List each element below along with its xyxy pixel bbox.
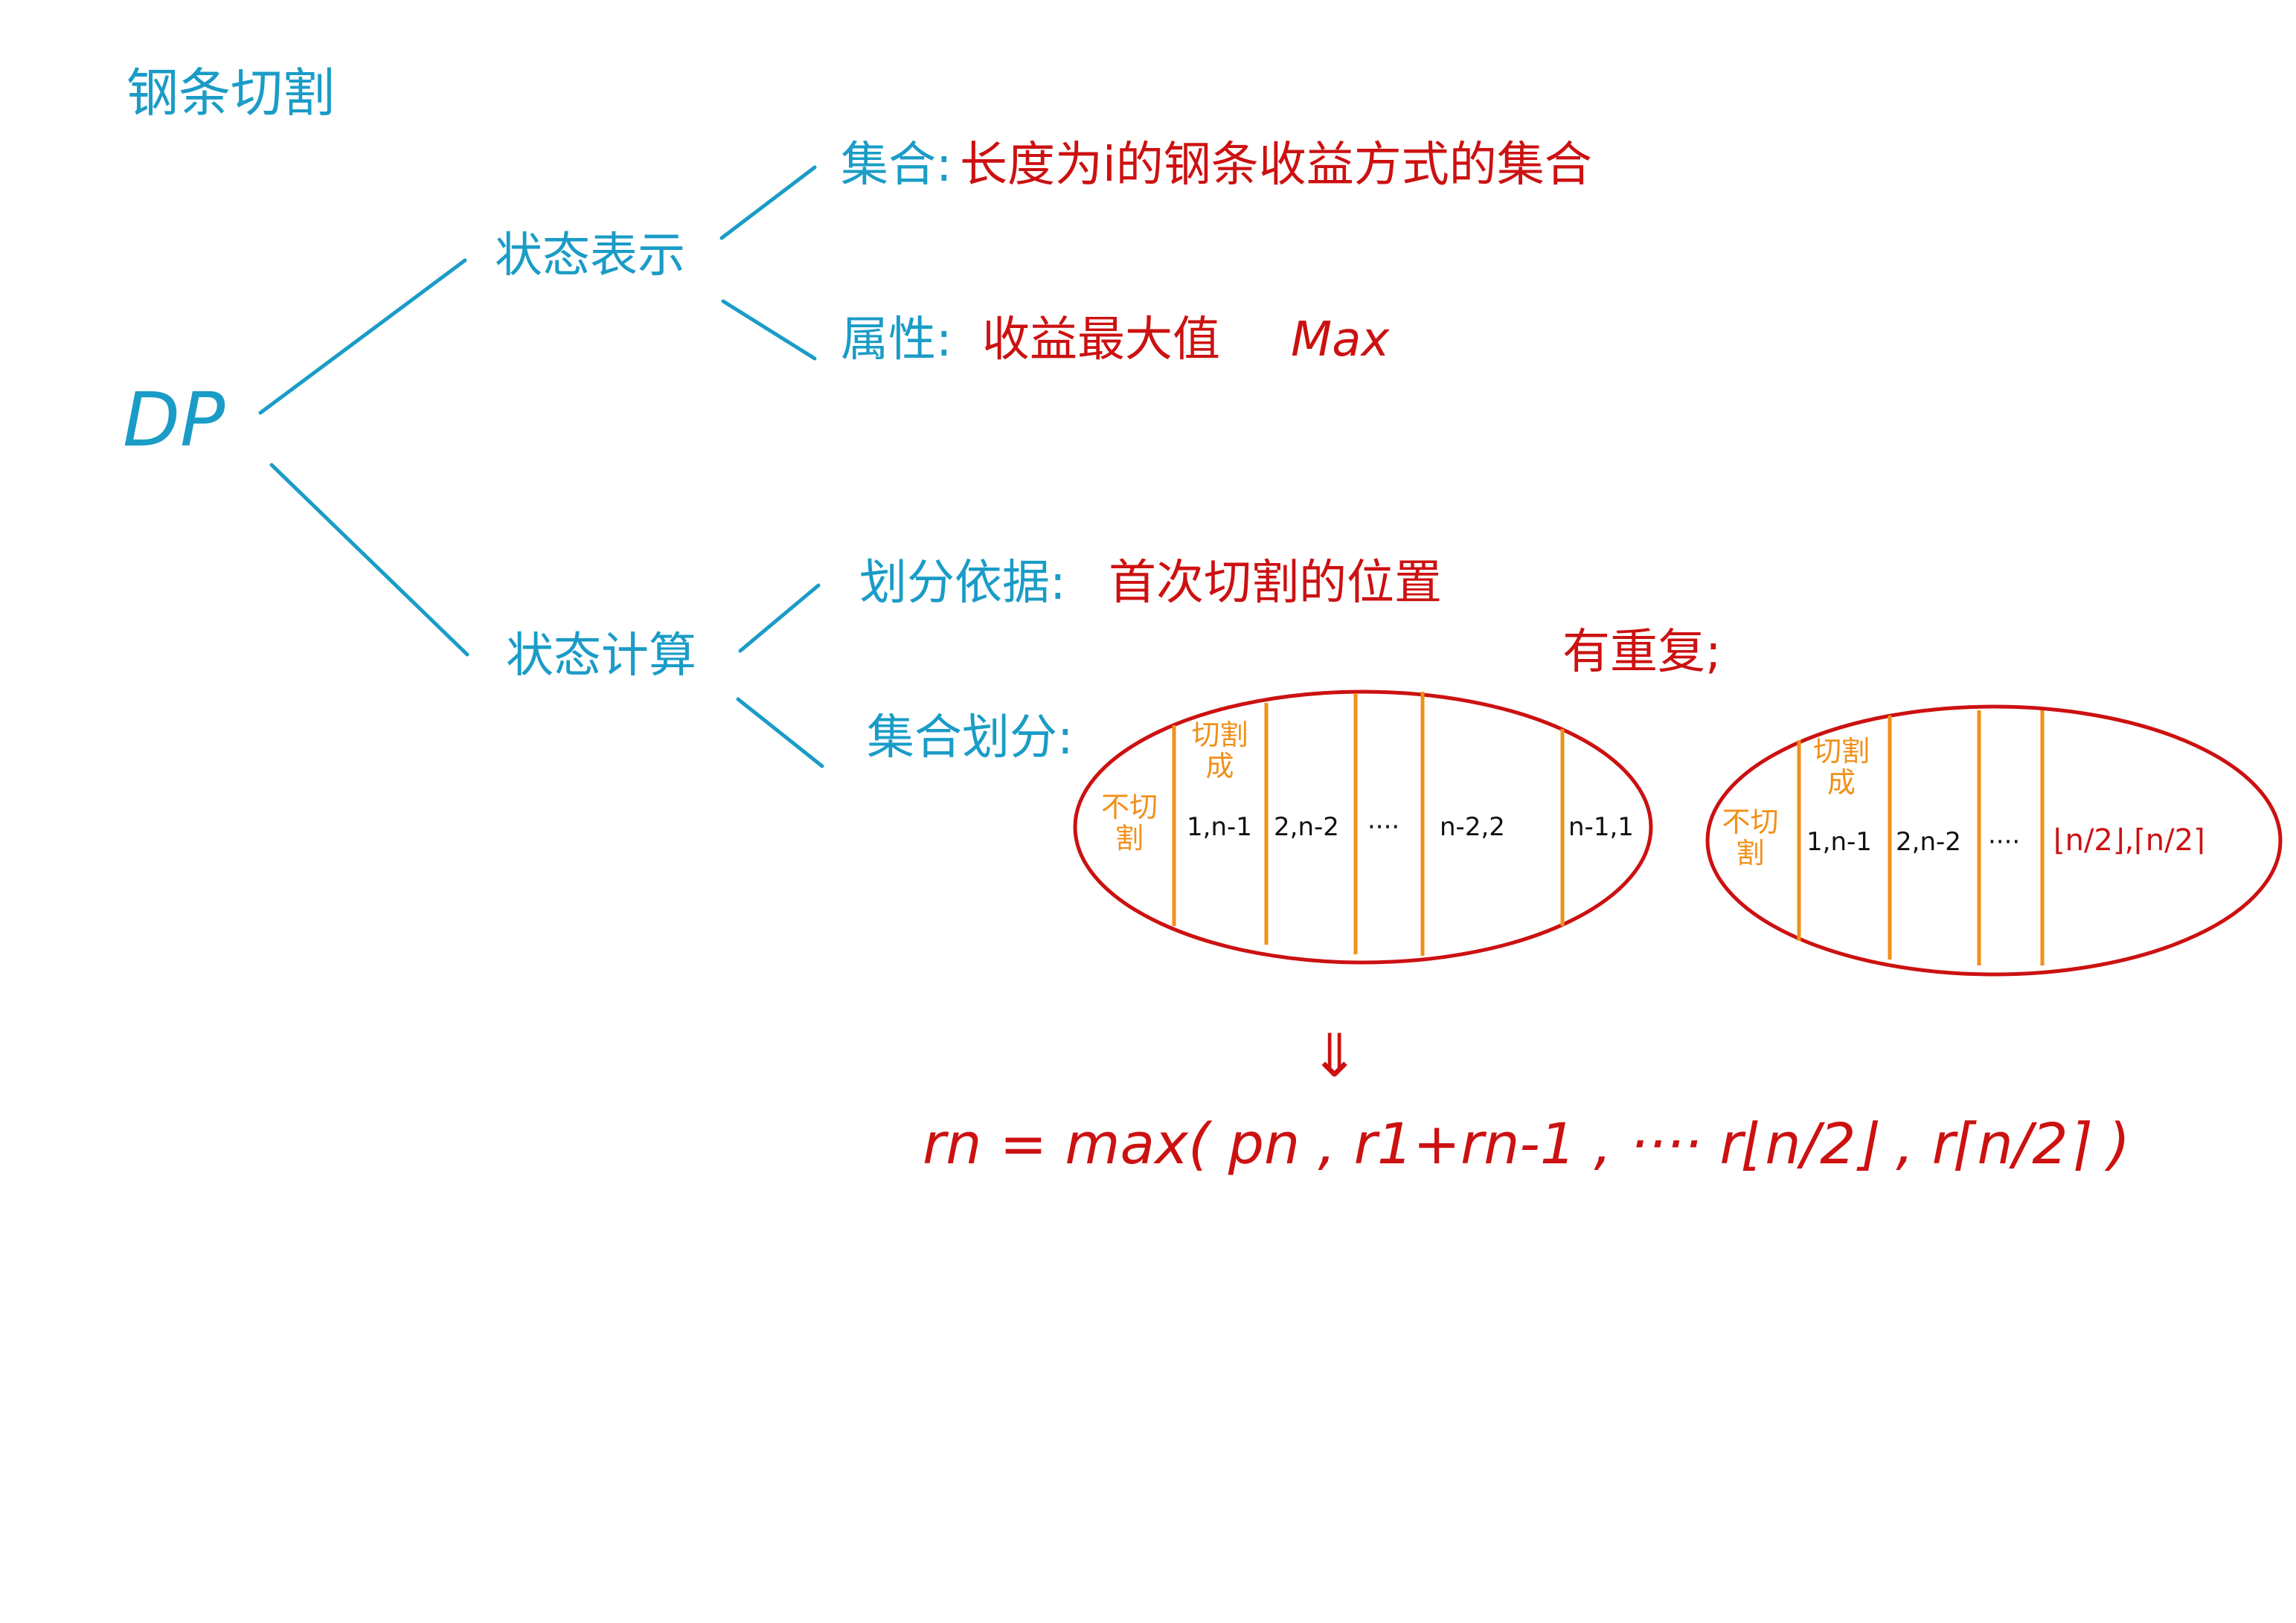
cell-ellipsis: ···· <box>1988 827 2021 857</box>
cell-2-n-2: 2,n-2 <box>1896 827 1961 857</box>
branch-line-repr-set <box>719 165 817 240</box>
cell-no-cut: 不切割 <box>1722 806 1779 870</box>
branch-line-repr-attr <box>721 299 817 361</box>
set-partition-label: 集合划分: <box>867 710 1074 765</box>
cell-n-1-1: n-1,1 <box>1568 812 1634 842</box>
cell-cut-header: 切割成 <box>1191 719 1248 782</box>
set-label: 集合: <box>841 138 952 193</box>
cell-ellipsis: ···· <box>1367 812 1400 842</box>
partition-basis-value: 首次切割的位置 <box>1109 556 1442 611</box>
cell-cut-header: 切割成 <box>1812 735 1870 799</box>
recurrence-formula: rn = max( pn , r1+rn-1 , ···· r⌊n/2⌋ , r… <box>923 1111 2131 1177</box>
cell-n-2-2: n-2,2 <box>1440 812 1505 842</box>
branch-line-dp-calc <box>269 463 469 657</box>
branch-line-calc-basis <box>738 583 821 653</box>
partition-ellipse-right <box>1705 704 2283 977</box>
attribute-label: 属性: <box>841 312 952 367</box>
partition-basis-label: 划分依据: <box>859 556 1066 611</box>
node-state-representation: 状态表示 <box>495 228 685 283</box>
set-value: 长度为i的钢条收益方式的集合 <box>960 138 1592 193</box>
cell-2-n-2: 2,n-2 <box>1274 812 1339 842</box>
node-state-calculation: 状态计算 <box>506 629 696 684</box>
cell-1-n-1: 1,n-1 <box>1187 812 1252 842</box>
duplicate-note: 有重复; <box>1562 625 1722 680</box>
attribute-max: Max <box>1291 312 1390 367</box>
cell-half-split: ⌊n/2⌋,⌈n/2⌉ <box>2053 823 2205 858</box>
down-arrow-icon: ⇓ <box>1309 1021 1360 1090</box>
branch-line-calc-partition <box>736 697 824 768</box>
cell-no-cut: 不切割 <box>1100 791 1158 855</box>
partition-ellipse-left <box>1073 690 1653 965</box>
page-title: 钢条切割 <box>126 62 335 123</box>
root-node-dp: DP <box>123 376 225 463</box>
attribute-value: 收益最大值 <box>982 312 1220 367</box>
branch-line-dp-repr <box>258 258 467 415</box>
cell-1-n-1: 1,n-1 <box>1806 827 1872 857</box>
